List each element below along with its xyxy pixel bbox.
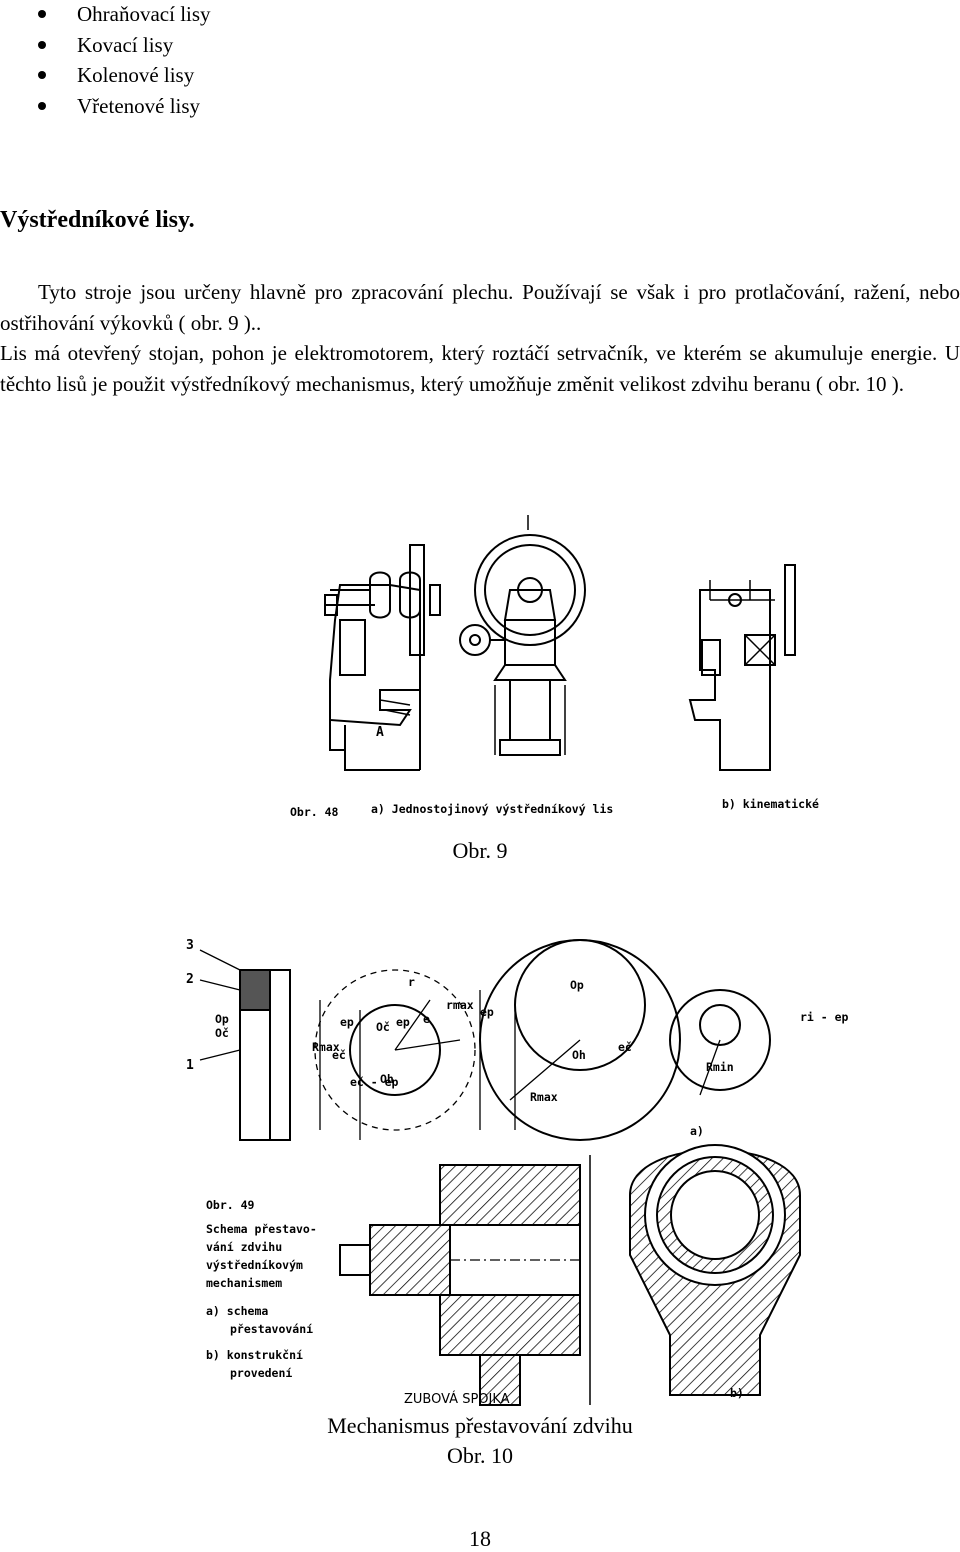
figure-10-label-ec-right: eč [618,1040,632,1054]
bullet-icon [38,10,46,18]
press-types-list: Ohraňovací lisy Kovací lisy Kolenové lis… [0,0,211,122]
paragraph-2: Lis má otevřený stojan, pohon je elektro… [0,341,960,396]
section-heading: Výstředníkové lisy. [0,207,195,233]
figure-10-construction-drawing [339,1144,801,1406]
figure-9-caption: Obr. 9 [452,838,508,863]
page-number: 18 [469,1526,491,1551]
figure-10-label-ri-ep: ri - ep [800,1010,849,1024]
figure-10-legend-8: provedení [230,1366,293,1380]
figure-10-label-op-right: Op [570,978,584,992]
figure-10-label-rmax: Rmax [312,1040,340,1054]
figure-10-legend-2: vání zdvihu [206,1240,283,1254]
figure-10-label-oh-right: Oh [572,1048,586,1062]
figure-10-legend-6: přestavování [230,1322,314,1336]
figure-10-zubova-label: ZUBOVÁ SPOJKA [404,1392,510,1407]
figure-10-schema-drawing [199,939,771,1141]
figure-10-label-op-left: Op [215,1012,229,1026]
figure-10-label-oc-mid: Oč [376,1020,390,1034]
figure-10-label-ep-mid: ep [396,1015,410,1029]
figure-10-label-3: 3 [186,938,194,953]
figure-10-label-b: b) [730,1386,744,1400]
figure-10-label-rmax-small: rmax [446,998,474,1012]
figure-9-obr-label: Obr. 48 [290,805,339,819]
list-item: Vřetenové lisy [0,92,211,123]
figure-10-label-e: e [423,1012,430,1026]
figure-9-label-a: a) Jednostojinový výstředníkový lis [371,802,614,816]
figure-10-label-rmax-right: Rmax [530,1090,558,1104]
bullet-icon [38,71,46,79]
figure-9-label-b: b) kinematické [722,797,819,811]
list-item: Kolenové lisy [0,61,211,92]
figure-10-label-ec-ep: eč - ep [350,1075,399,1089]
list-item: Ohraňovací lisy [0,0,211,31]
figure-10-legend-5: a) schema [206,1304,269,1318]
figure-10-legend-4: mechanismem [206,1276,283,1290]
figure-10-label-ep: ep [340,1015,354,1029]
figure-10-caption-title: Mechanismus přestavování zdvihu [327,1413,633,1438]
bullet-icon [38,40,46,49]
figure-10-caption-obr: Obr. 10 [447,1443,513,1468]
figure-10-legend-0: Obr. 49 [206,1198,255,1212]
paragraph-1: Tyto stroje jsou určeny hlavně pro zprac… [0,280,960,335]
figure-9-label-A: A [376,725,384,740]
figure-10-legend-7: b) konstrukční [206,1348,303,1362]
figure-10-label-oc-left: Oč [215,1026,229,1040]
figure-10-label-rmin: Rmin [706,1060,734,1074]
figure-10-label-r: r [408,975,415,989]
list-item: Kovací lisy [0,31,211,62]
body-text: Tyto stroje jsou určeny hlavně pro zprac… [0,277,960,399]
figure-10-legend-1: Schema přestavo- [206,1222,317,1236]
figure-10-label-oh-mid: Oh [380,1072,394,1086]
bullet-icon [38,101,46,110]
figure-10-legend-3: výstředníkovým [206,1258,303,1272]
figure-10-label-1: 1 [186,1058,194,1073]
figure-10-label-2: 2 [186,972,194,987]
figure-10-label-ep-right: ep [480,1005,494,1019]
figure-9-drawing [324,515,796,771]
figure-10-label-a: a) [690,1124,704,1138]
figure-10-label-ec: eč [332,1048,346,1062]
